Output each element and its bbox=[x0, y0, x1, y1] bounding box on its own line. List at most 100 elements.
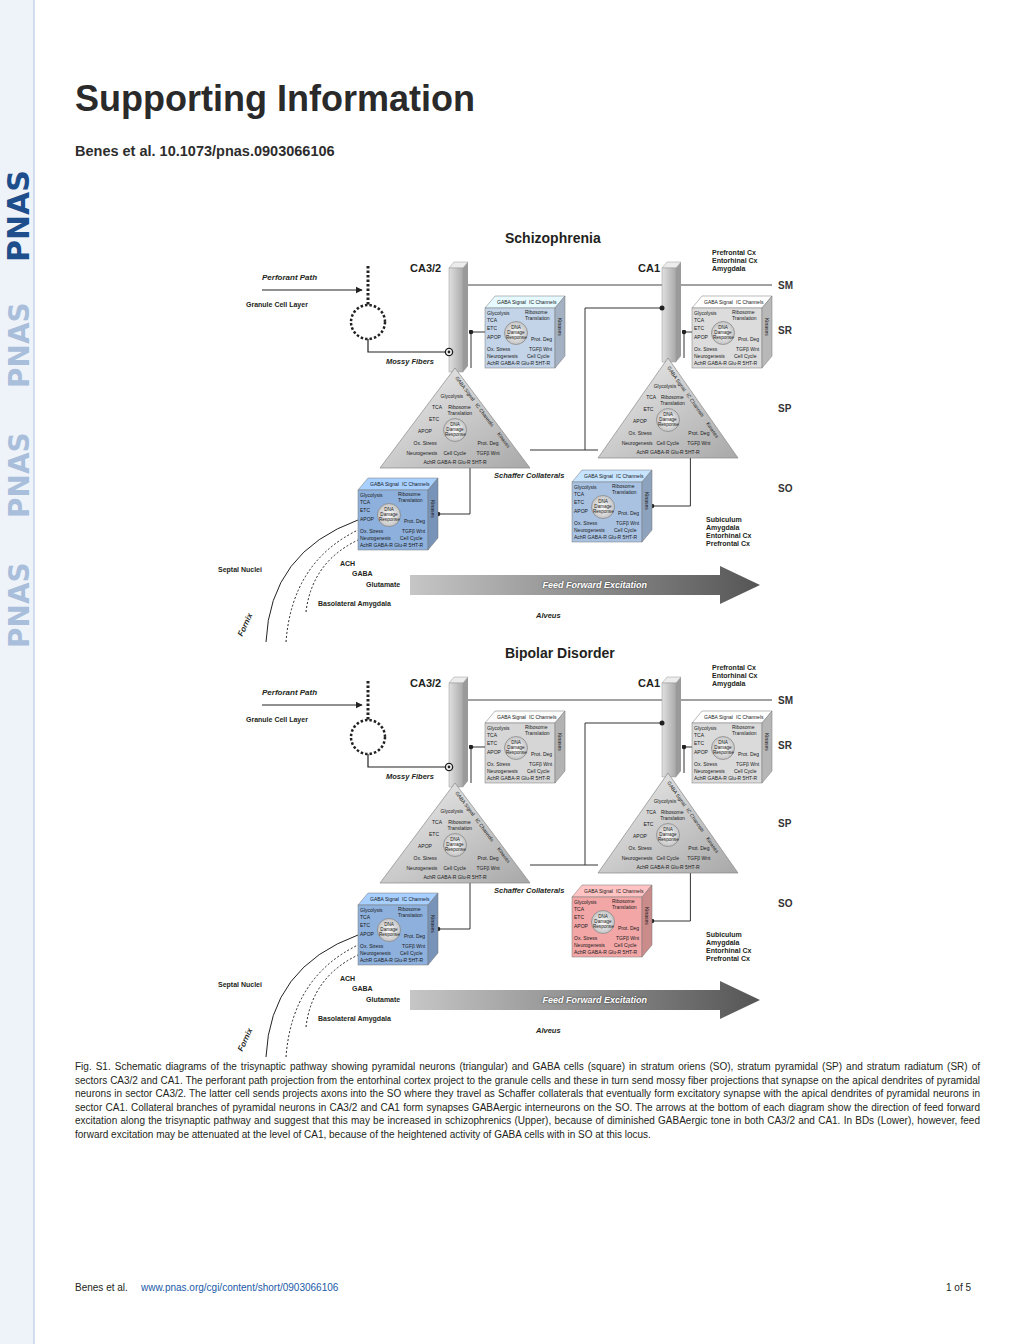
cube-side bbox=[428, 893, 438, 965]
dna-damage-circle: DNA Damage Response bbox=[443, 833, 467, 857]
schaffer-collateral bbox=[530, 865, 598, 866]
synapse-dot bbox=[660, 306, 665, 311]
cell-label: Glycolysis bbox=[487, 310, 510, 316]
gaba-cell-cube: GABA SignalIC ChannelsGlycolysisTCARibos… bbox=[358, 478, 438, 550]
dna-damage-circle: DNA Damage Response bbox=[443, 418, 467, 442]
cube-side bbox=[762, 296, 772, 368]
synaptic-connection bbox=[684, 332, 692, 358]
cube-top bbox=[692, 296, 772, 308]
panel-title: Schizophrenia bbox=[505, 230, 601, 246]
cell-label: DNA Damage Response bbox=[506, 740, 526, 756]
hippocampus-schematic bbox=[262, 677, 772, 1057]
cell-label: Prot. Deg bbox=[688, 845, 709, 851]
cube-front bbox=[572, 897, 642, 957]
cell-label: TCA bbox=[487, 317, 497, 323]
cell-label: Kinases bbox=[430, 915, 436, 933]
synaptic-connection bbox=[684, 747, 692, 773]
cell-label: AchR GABA-R Glu-R 5HT-R bbox=[360, 542, 423, 548]
region-label: GABA bbox=[352, 985, 373, 993]
layer-label: SO bbox=[778, 483, 792, 495]
cell-label: TCA bbox=[432, 404, 442, 410]
cell-label: Ox. Stress bbox=[629, 845, 652, 851]
synapse-dot bbox=[448, 351, 451, 354]
cell-label: APOP bbox=[360, 931, 374, 937]
footer-link: www.pnas.org/cgi/content/short/090306610… bbox=[141, 1282, 338, 1294]
sector-label: CA3/2 bbox=[410, 262, 441, 275]
cell-label: Neurogenesis bbox=[407, 450, 438, 456]
gaba-cell-cube: GABA SignalIC ChannelsGlycolysisTCARibos… bbox=[572, 885, 652, 957]
cube-side bbox=[762, 711, 772, 783]
cell-label: IC Channels bbox=[616, 473, 644, 479]
cell-label: AchR GABA-R Glu-R 5HT-R bbox=[694, 775, 757, 781]
dna-damage-circle: DNA Damage Response bbox=[711, 321, 735, 345]
arrow-band bbox=[410, 566, 760, 604]
cell-label: Ox. Stress bbox=[360, 943, 383, 949]
footer-text: Benes et al. bbox=[75, 1282, 128, 1294]
pathway-label: Mossy Fibers bbox=[386, 358, 434, 367]
cell-label: IC Channels bbox=[402, 896, 430, 902]
synaptic-connection bbox=[438, 883, 470, 929]
pathway-label: Perforant Path bbox=[262, 688, 317, 697]
cell-label: Glycolysis bbox=[441, 393, 464, 399]
gaba-cell-cube: GABA SignalIC ChannelsGlycolysisTCARibos… bbox=[692, 296, 772, 368]
pyramidal-neuron: GABA SignalIC ChannelsGlycolysisTCARibos… bbox=[598, 358, 738, 458]
cell-label: ETC bbox=[487, 325, 497, 331]
cell-label: Ox. Stress bbox=[414, 855, 437, 861]
cell-label: TGFβ Wnt bbox=[402, 943, 425, 949]
cell-label: Feed Forward Excitation bbox=[543, 995, 648, 1006]
cell-label: Cell Cycle bbox=[614, 942, 637, 948]
cell-label: DNA Damage Response bbox=[379, 507, 399, 523]
septal-afferent bbox=[286, 530, 358, 642]
region-label: Granule Cell Layer bbox=[246, 716, 308, 724]
cell-label: Neurogenesis bbox=[694, 768, 725, 774]
cell-label: AchR GABA-R Glu-R 5HT-R bbox=[694, 360, 757, 366]
dna-damage-circle: DNA Damage Response bbox=[504, 736, 528, 760]
pathway-label: Perforant Path bbox=[262, 273, 317, 282]
cell-label: GABA Signal bbox=[497, 299, 526, 305]
cell-label: Prot. Deg bbox=[404, 518, 425, 524]
cell-label: APOP bbox=[633, 418, 647, 424]
layer-label: SR bbox=[778, 740, 792, 752]
cell-label: IC Channels bbox=[529, 299, 557, 305]
cell-label: TCA bbox=[694, 317, 704, 323]
feed-forward-arrow: Feed Forward Excitation bbox=[410, 981, 760, 1019]
dna-damage-circle: DNA Damage Response bbox=[711, 736, 735, 760]
cell-label: Ox. Stress bbox=[694, 761, 717, 767]
region-label: Granule Cell Layer bbox=[246, 301, 308, 309]
cell-label: ETC bbox=[574, 499, 584, 505]
cell-label: Ribosome Translation bbox=[660, 394, 684, 406]
dna-damage-circle: DNA Damage Response bbox=[591, 495, 615, 519]
cell-label: GABA Signal bbox=[584, 888, 613, 894]
dna-circle bbox=[712, 322, 735, 345]
region-label: ACH bbox=[340, 560, 355, 568]
cell-label: Ribosome Translation bbox=[448, 819, 472, 831]
footer-text: 1 of 5 bbox=[946, 1282, 971, 1294]
cell-label: Prot. Deg bbox=[478, 440, 499, 446]
cell-label: TGFβ Wnt bbox=[616, 935, 639, 941]
cell-label: GABA Signal bbox=[370, 896, 399, 902]
cell-label: GABA Signal bbox=[497, 714, 526, 720]
cell-label: TCA bbox=[574, 906, 584, 912]
cell-label: Kinases bbox=[644, 492, 650, 510]
septal-afferent bbox=[266, 520, 358, 642]
dna-circle bbox=[657, 824, 680, 847]
cell-label: GABA Signal bbox=[370, 481, 399, 487]
region-label: Subiculum Amygdala Entorhinal Cx Prefron… bbox=[706, 516, 766, 548]
cube-top bbox=[572, 885, 652, 897]
panel-title: Bipolar Disorder bbox=[505, 645, 615, 661]
cell-label: IC Channels bbox=[616, 888, 644, 894]
region-label: Subiculum Amygdala Entorhinal Cx Prefron… bbox=[706, 931, 766, 963]
cell-label: Cell Cycle bbox=[734, 768, 757, 774]
cell-label: Glycolysis bbox=[654, 798, 677, 804]
pathway-label: Fornix bbox=[236, 612, 255, 638]
cell-label: Neurogenesis bbox=[622, 855, 653, 861]
layer-label: SP bbox=[778, 818, 791, 830]
logo-watermark: PNAS bbox=[4, 302, 36, 388]
cube-front bbox=[485, 308, 555, 368]
fiber-line bbox=[463, 285, 772, 286]
cell-label: ETC bbox=[574, 914, 584, 920]
region-label: Basolateral Amygdala bbox=[318, 1015, 391, 1023]
cell-label: Prot. Deg bbox=[738, 336, 759, 342]
region-label: GABA bbox=[352, 570, 373, 578]
